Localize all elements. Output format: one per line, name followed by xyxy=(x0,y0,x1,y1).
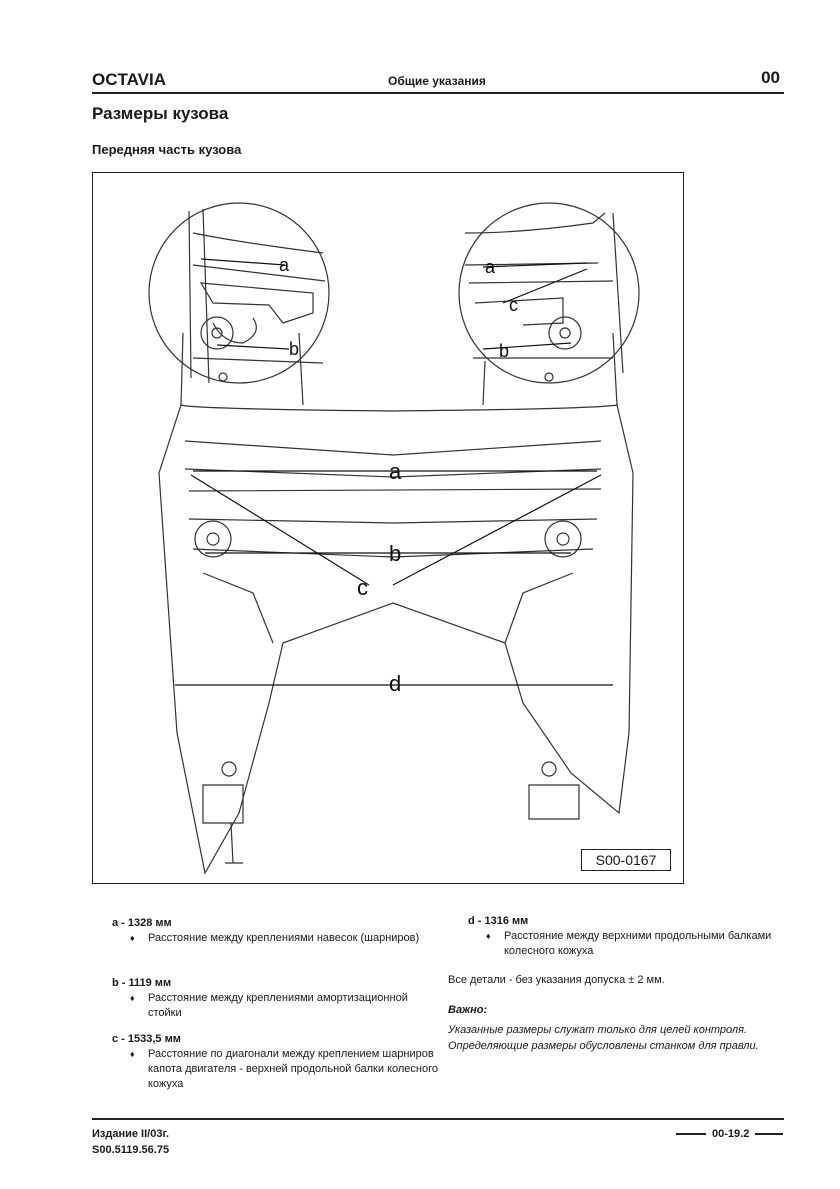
label-d: d xyxy=(389,671,401,696)
important-text: Указанные размеры служат только для целе… xyxy=(448,1024,759,1052)
brand-title: OCTAVIA xyxy=(92,70,166,89)
body-front-diagram: a b c d a b a c b xyxy=(148,202,640,875)
page-number: 00-19.2 xyxy=(676,1128,783,1140)
figure-code: S00-0167 xyxy=(581,849,671,871)
chapter-code: 00 xyxy=(761,68,780,87)
spec-c-key: c - 1533,5 мм xyxy=(112,1033,181,1045)
dimension-line-c-right xyxy=(392,474,602,586)
detail-dimension-b-right xyxy=(482,342,572,350)
label-b: b xyxy=(389,541,401,566)
spec-b-key: b - 1119 мм xyxy=(112,977,172,989)
spec-d-bullet-icon: ♦ xyxy=(486,931,491,941)
spec-d: d - 1316 мм ♦ Расстояние между верхними … xyxy=(468,914,794,959)
document-code: S00.5119.56.75 xyxy=(92,1144,170,1156)
spec-a-bullet-icon: ♦ xyxy=(130,933,135,943)
spec-a-desc: Расстояние между креплениями навесок (ша… xyxy=(148,932,420,944)
tolerance-note: Все детали - без указания допуска ± 2 мм… xyxy=(448,974,665,986)
spec-b: b - 1119 мм ♦ Расстояние между крепления… xyxy=(112,976,438,1021)
spec-d-key: d - 1316 мм xyxy=(468,915,529,927)
detail-dimension-c-right xyxy=(502,268,588,304)
spec-a: a - 1328 мм ♦ Расстояние между крепления… xyxy=(112,916,438,946)
spec-b-bullet-icon: ♦ xyxy=(130,993,135,1003)
detail-left-structure xyxy=(188,208,326,384)
spec-c: c - 1533,5 мм ♦ Расстояние по диагонали … xyxy=(112,1032,438,1092)
page-header: OCTAVIA Общие указания 00 xyxy=(92,64,784,90)
important-label: Важно: xyxy=(448,1004,488,1016)
detail-label-a-right: a xyxy=(485,257,496,277)
spec-d-desc: Расстояние между верхними продольными ба… xyxy=(504,930,772,957)
label-a: a xyxy=(389,459,402,484)
body-crossmembers xyxy=(184,440,602,558)
section-title: Общие указания xyxy=(388,74,486,88)
detail-label-a-left: a xyxy=(279,255,290,275)
header-divider xyxy=(92,92,784,94)
page-subtitle: Передняя часть кузова xyxy=(92,142,242,157)
detail-label-b-right: b xyxy=(499,341,509,361)
detail-label-b-left: b xyxy=(289,339,299,359)
detail-circle-right xyxy=(458,202,640,384)
detail-circle-left xyxy=(148,202,330,384)
spec-c-bullet-icon: ♦ xyxy=(130,1049,135,1059)
detail-dimension-a-left xyxy=(200,258,286,266)
detail-dimension-b-left xyxy=(216,344,290,350)
spec-c-desc: Расстояние по диагонали между креплением… xyxy=(148,1048,439,1090)
body-dimensions-figure: a b c d a b a c b S00-0167 xyxy=(92,172,684,884)
detail-right-structure xyxy=(464,212,624,374)
dimension-line-c-left xyxy=(190,474,370,586)
page-title: Размеры кузова xyxy=(92,104,229,123)
edition-label: Издание II/03г. xyxy=(92,1128,169,1140)
spec-b-desc: Расстояние между креплениями амортизацио… xyxy=(148,992,408,1019)
body-side-members xyxy=(202,572,574,644)
label-c: c xyxy=(357,575,368,600)
detail-dimension-a-right xyxy=(482,262,588,268)
spec-a-key: a - 1328 мм xyxy=(112,917,172,929)
footer-divider xyxy=(92,1118,784,1120)
detail-label-c-right: c xyxy=(509,295,518,315)
